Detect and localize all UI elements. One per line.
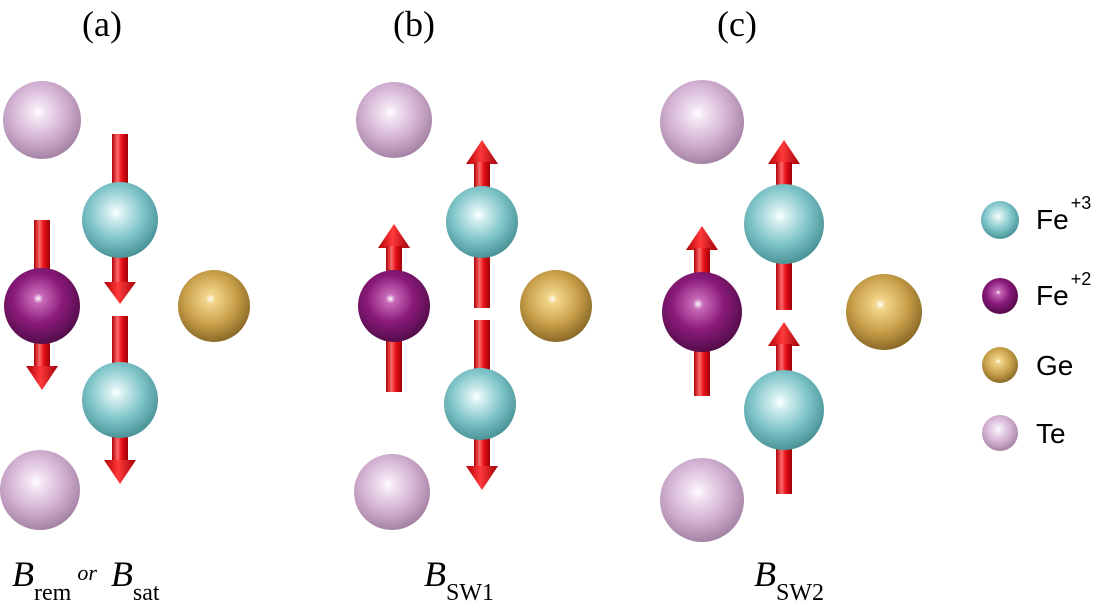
te-atom [0, 450, 80, 530]
legend-element: Te [1036, 418, 1066, 449]
panel-label-b: (b) [393, 4, 435, 44]
legend-element: Ge [1036, 350, 1074, 381]
fe2-atom [358, 270, 430, 342]
caption-a: Bremor Bsat [12, 554, 160, 605]
fe3-atom [446, 186, 518, 258]
caption-b-sub: SW1 [446, 580, 494, 606]
legend-swatch-fe2 [982, 278, 1018, 314]
legend-label-fe2: Fe+2 [1036, 270, 1091, 311]
caption-a-or: or [77, 560, 97, 585]
fe3-atom [82, 362, 158, 438]
fe3-atom [82, 182, 158, 258]
panel-a [0, 81, 250, 530]
fe3-atom [744, 184, 824, 264]
legend-element: Fe [1036, 280, 1069, 311]
caption-c: BSW2 [754, 554, 824, 605]
te-atom [660, 80, 744, 164]
te-atom [356, 82, 432, 158]
legend-charge: +3 [1070, 193, 1092, 213]
te-atom [354, 454, 430, 530]
panel-label-a: (a) [82, 4, 122, 44]
fe3-atom [444, 368, 516, 440]
caption-a-main2: B [110, 554, 133, 594]
legend-swatch-te [982, 415, 1018, 451]
te-atom [3, 81, 81, 159]
legend-label-fe3: Fe+3 [1036, 194, 1091, 235]
caption-c-sub: SW2 [776, 580, 824, 606]
caption-b: BSW1 [424, 554, 494, 605]
ge-atom [846, 274, 922, 350]
legend-label-te: Te [1036, 420, 1066, 448]
legend-swatch-ge [982, 347, 1018, 383]
fe3-atom [744, 370, 824, 450]
caption-c-main: B [754, 554, 776, 594]
te-atom [660, 458, 744, 542]
caption-a-sub: rem [34, 580, 72, 606]
legend-swatch-fe3 [981, 201, 1019, 239]
panel-c [660, 80, 922, 542]
ge-atom [178, 270, 250, 342]
fe2-atom [662, 272, 742, 352]
legend-element: Fe [1036, 204, 1069, 235]
caption-b-main: B [424, 554, 446, 594]
fe2-atom [4, 268, 80, 344]
panel-b [354, 82, 592, 530]
legend-swatches [981, 201, 1019, 451]
panel-label-c: (c) [717, 4, 757, 44]
legend-charge: +2 [1070, 269, 1092, 289]
legend-label-ge: Ge [1036, 352, 1073, 380]
caption-a-sub2: sat [132, 580, 160, 606]
ge-atom [520, 270, 592, 342]
caption-a-main: B [12, 554, 34, 594]
